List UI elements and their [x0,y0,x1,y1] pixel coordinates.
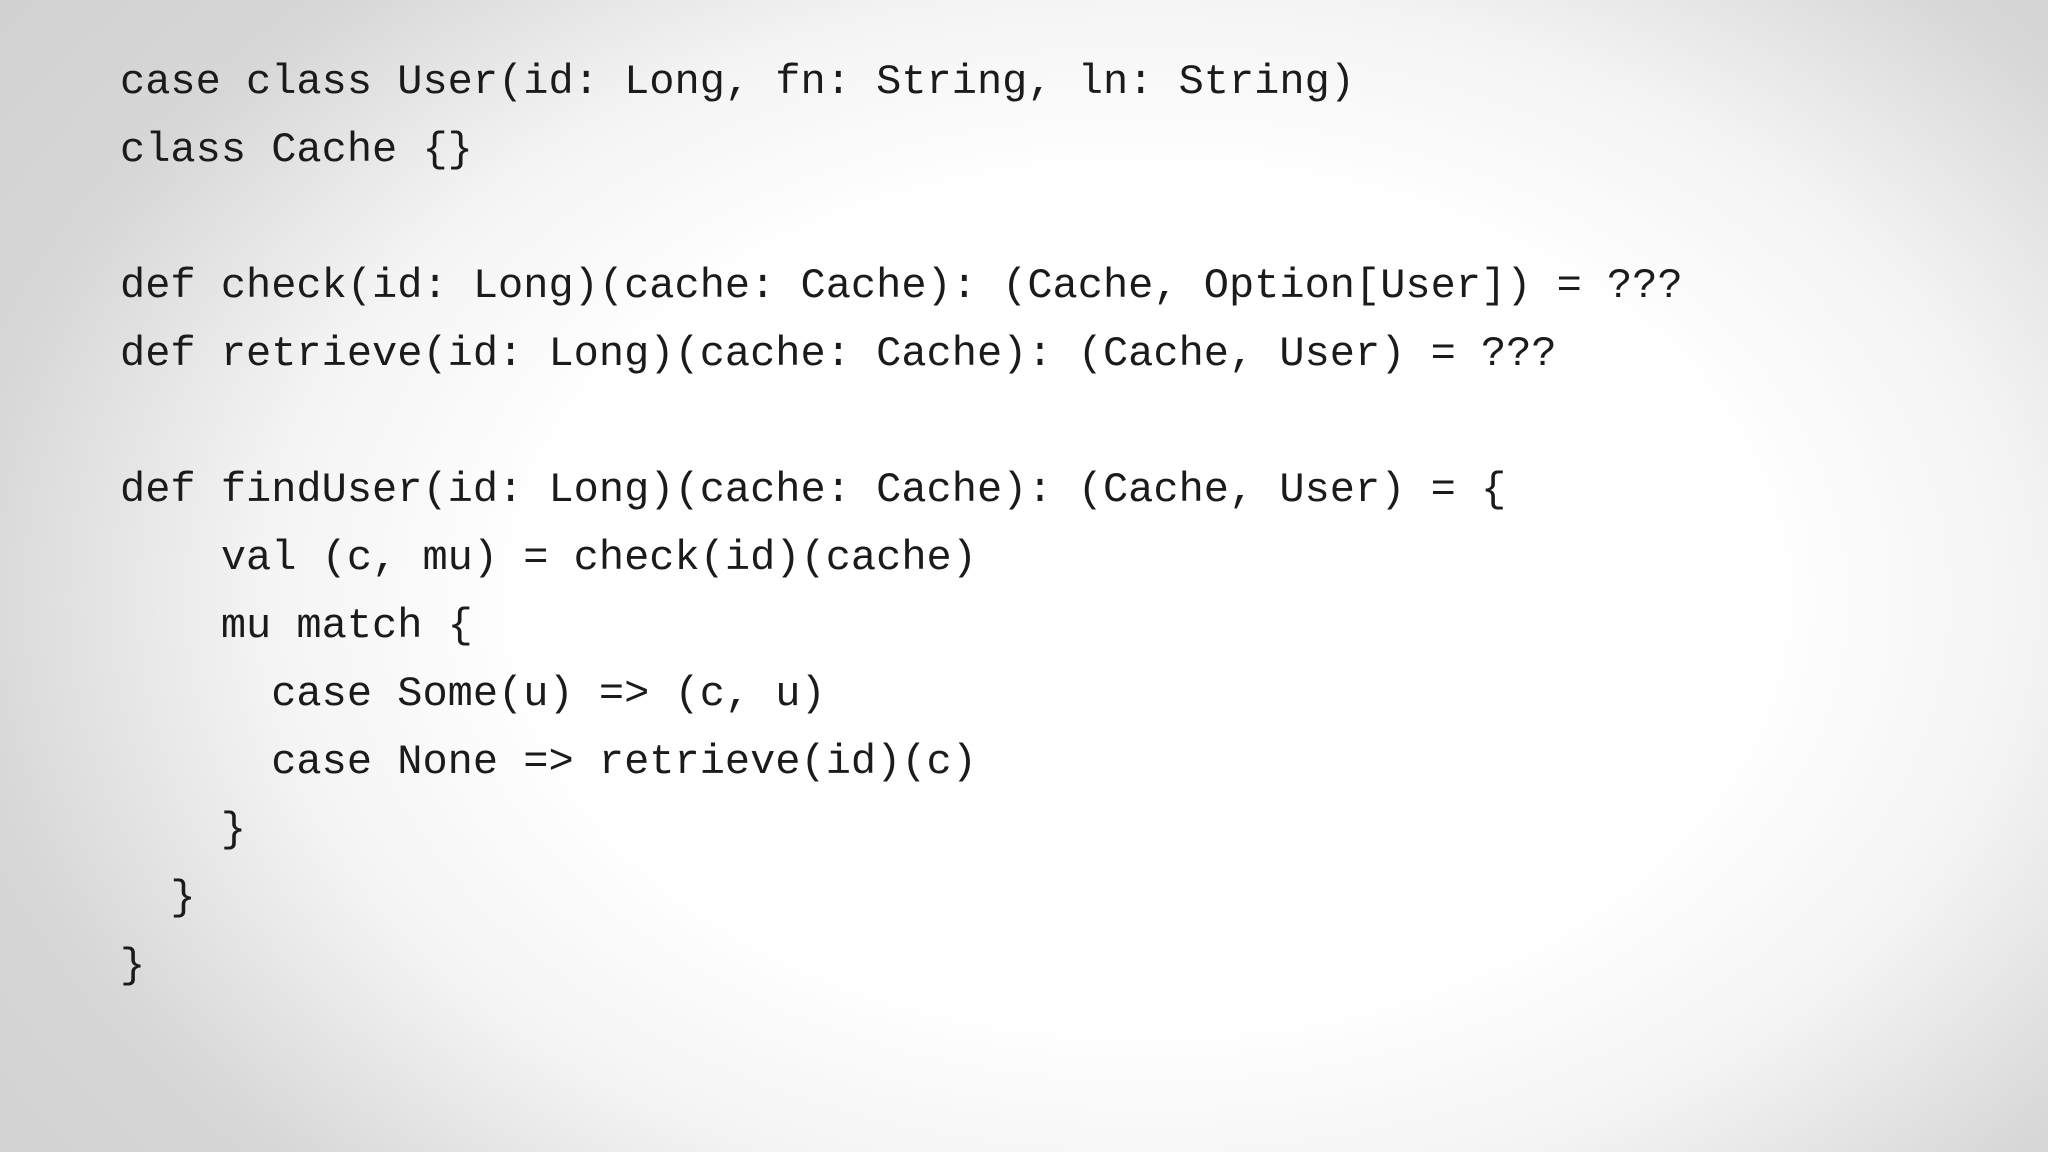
code-line-blank [120,184,1683,252]
code-line: def findUser(id: Long)(cache: Cache): (C… [120,466,1507,514]
code-line: } [120,942,146,990]
code-line-blank [120,388,1683,456]
code-line: def retrieve(id: Long)(cache: Cache): (C… [120,330,1557,378]
code-line: case None => retrieve(id)(c) [120,738,977,786]
code-line: case Some(u) => (c, u) [120,670,826,718]
code-line: } [120,806,247,854]
code-block: case class User(id: Long, fn: String, ln… [120,48,1683,1000]
code-line: } [120,874,196,922]
code-line: mu match { [120,602,473,650]
code-line: def check(id: Long)(cache: Cache): (Cach… [120,262,1683,310]
code-line: val (c, mu) = check(id)(cache) [120,534,977,582]
code-line: case class User(id: Long, fn: String, ln… [120,58,1356,106]
code-line: class Cache {} [120,126,473,174]
